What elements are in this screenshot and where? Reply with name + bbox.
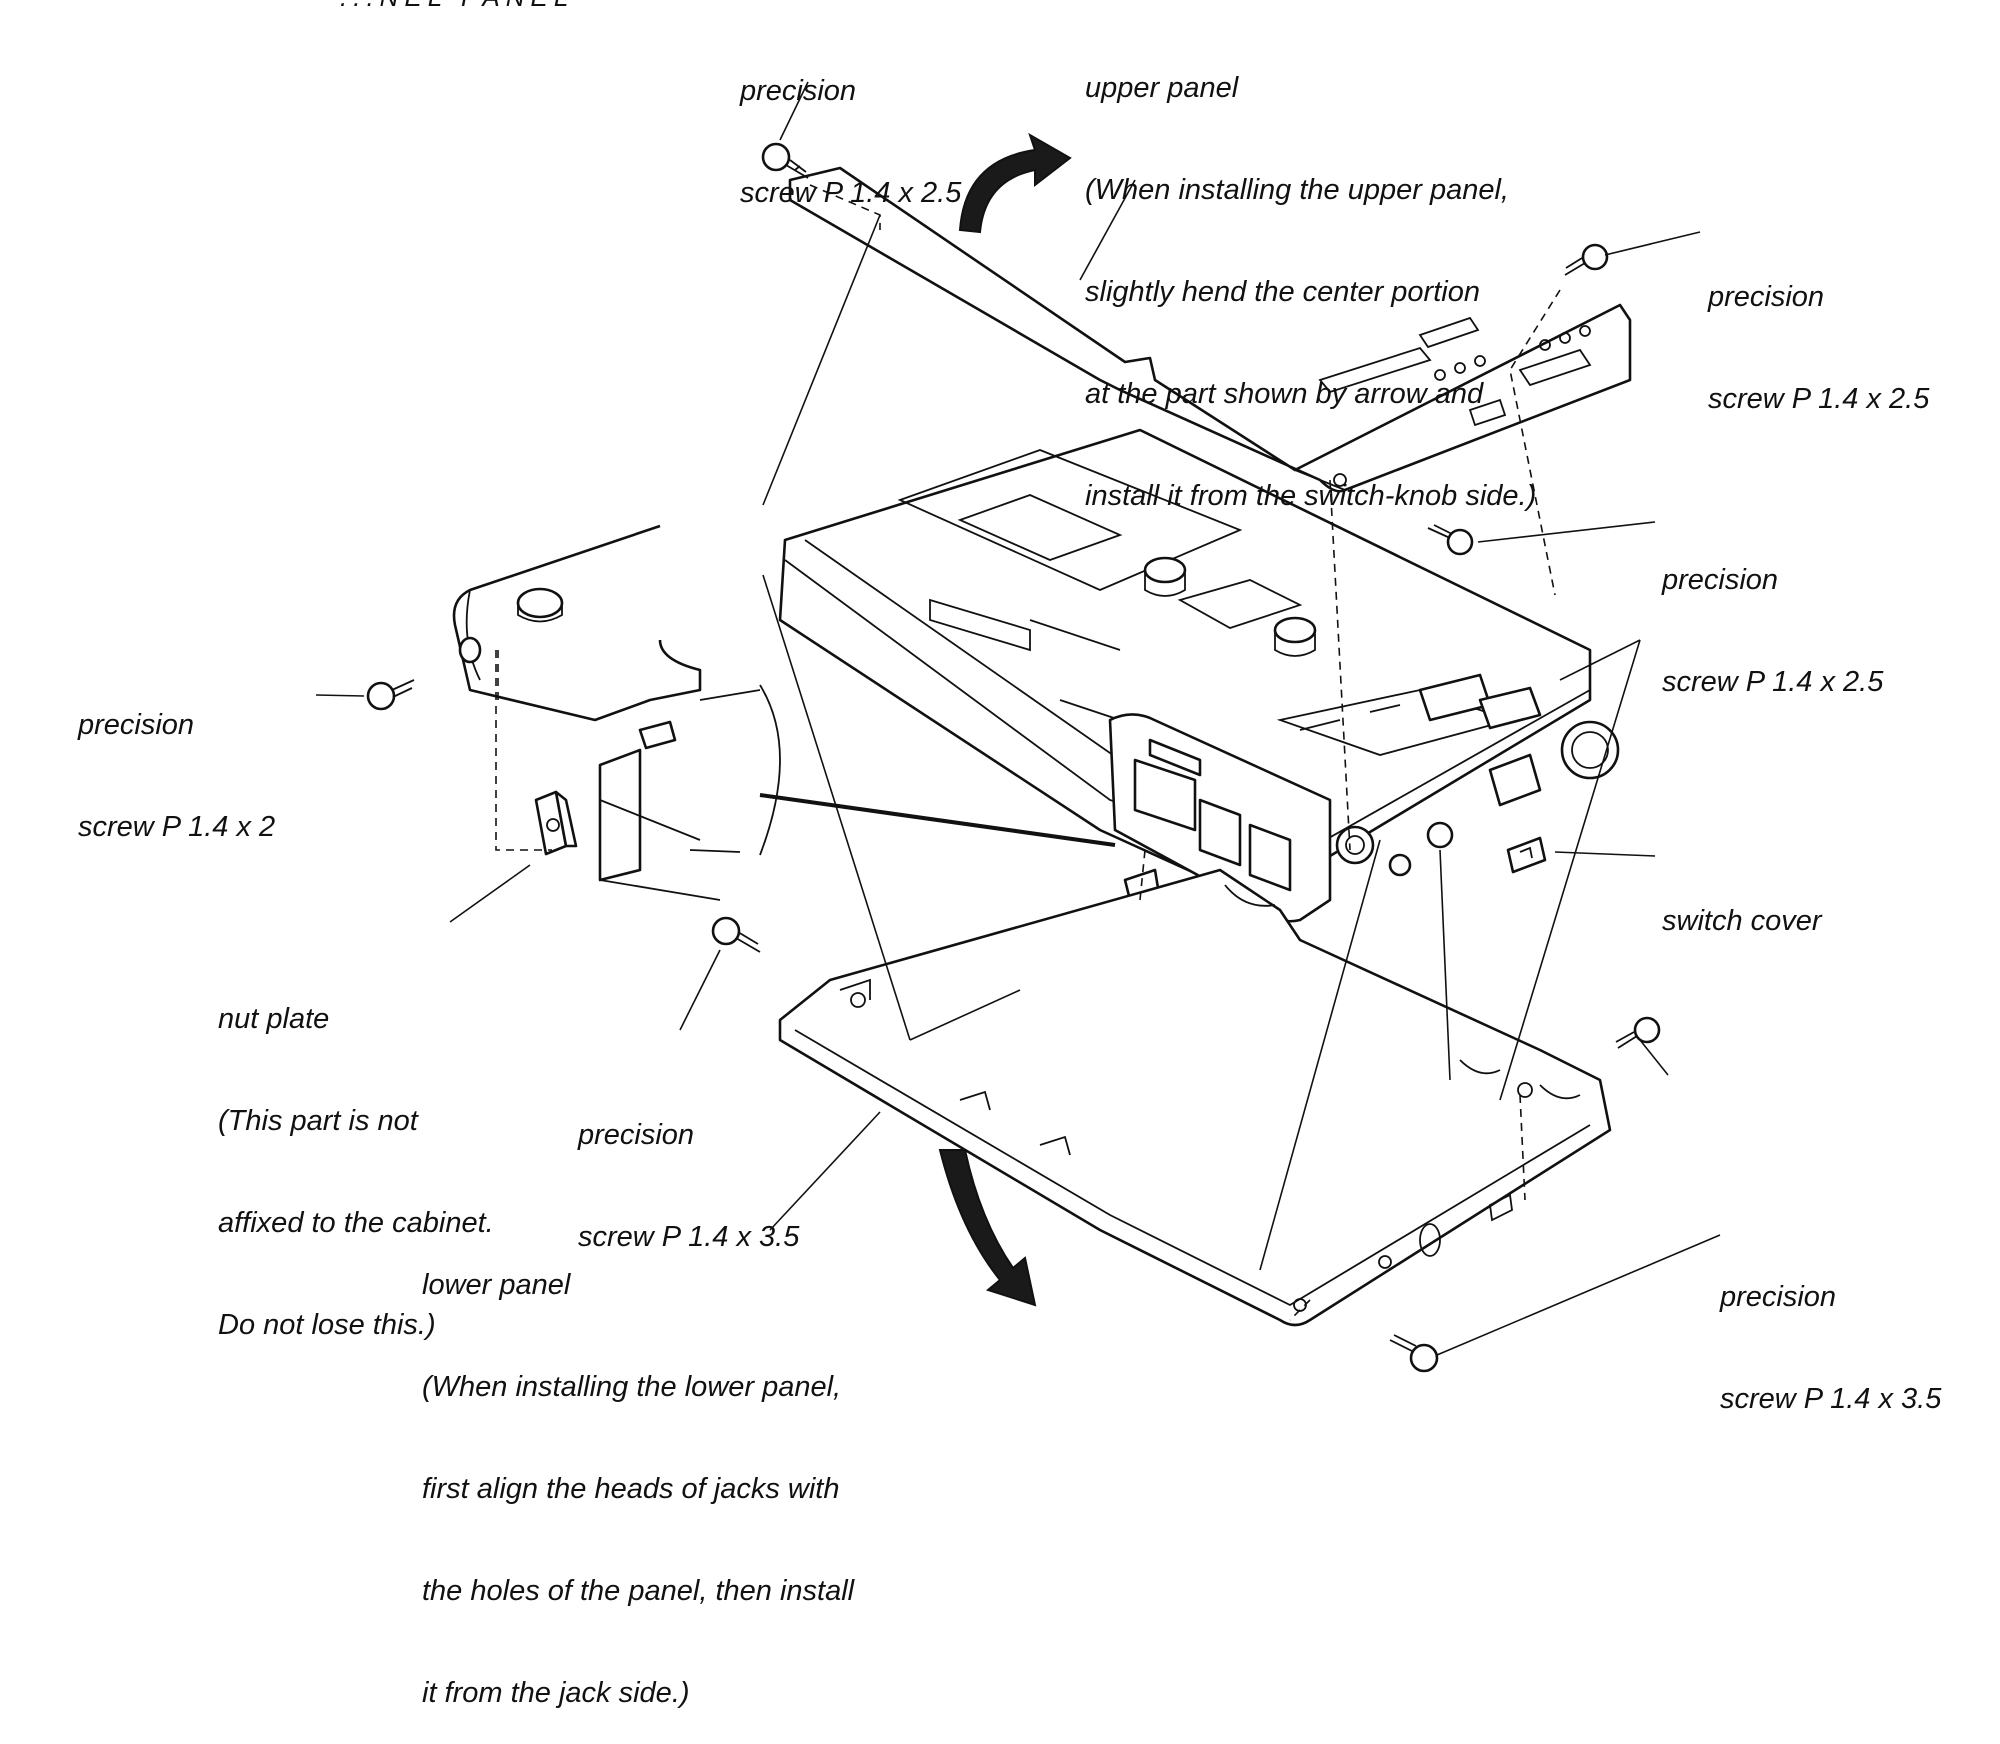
callout-line: first align the heads of jacks with (422, 1473, 840, 1505)
callout-line: switch cover (1662, 905, 1822, 937)
callout-line: (When installing the upper panel, (1085, 174, 1509, 206)
callout-line: precision (78, 709, 195, 741)
exploded-assembly-diagram (315, 81, 1721, 1373)
callout-line: screw P 1.4 x 2.5 (740, 177, 962, 209)
header-fragment: ...NEL PANEL (340, 0, 574, 13)
callout-screw-top-left: precision screw P 1.4 x 2.5 (740, 6, 961, 244)
screw-icon (1564, 243, 1609, 276)
callout-line: (When installing the lower panel, (422, 1371, 842, 1403)
nut-plate-icon (534, 790, 578, 856)
callout-line: precision (1708, 281, 1825, 313)
callout-screw-bottom-mid: precision screw P 1.4 x 3.5 (578, 1050, 799, 1288)
callout-line: slightly hend the center portion (1085, 276, 1480, 308)
screw-icon (711, 916, 761, 953)
cabinet-fragment (452, 524, 721, 901)
callout-line: precision (740, 75, 857, 107)
lower-panel (778, 868, 1612, 1327)
bend-arrow-icon (938, 1149, 1037, 1307)
screw-icon (761, 142, 809, 179)
callout-screw-mid-right: precision screw P 1.4 x 2.5 (1662, 495, 1883, 733)
callout-line: the holes of the panel, then install (422, 1575, 855, 1607)
callout-line: install it from the switch-knob side.) (1085, 480, 1537, 512)
callout-line: it from the jack side.) (422, 1677, 690, 1709)
callout-line: (This part is not (218, 1105, 418, 1137)
callout-line: at the part shown by arrow and (1085, 378, 1484, 410)
callout-line: screw P 1.4 x 2.5 (1708, 383, 1930, 415)
callout-line: lower panel (422, 1269, 571, 1301)
callout-line: screw P 1.4 x 2 (78, 811, 276, 843)
callout-line: affixed to the cabinet. (218, 1207, 494, 1239)
switch-cover-icon (1506, 836, 1547, 874)
callout-switch-cover: switch cover (1662, 836, 1822, 972)
screw-icon (1389, 1334, 1439, 1373)
screw-icon (1427, 524, 1474, 556)
callout-lower-panel: lower panel (When installing the lower p… (422, 1200, 854, 1744)
callout-screw-left: precision screw P 1.4 x 2 (78, 640, 275, 878)
callout-nut-plate: nut plate (This part is not affixed to t… (218, 934, 494, 1376)
callout-line: screw P 1.4 x 3.5 (1720, 1383, 1942, 1415)
callout-line: screw P 1.4 x 2.5 (1662, 666, 1884, 698)
callout-line: precision (578, 1119, 695, 1151)
screw-icon (366, 679, 415, 711)
callout-line: Do not lose this.) (218, 1309, 436, 1341)
callout-screw-top-right: precision screw P 1.4 x 2.5 (1708, 212, 1929, 450)
callout-upper-panel: upper panel (When installing the upper p… (1085, 3, 1536, 547)
callout-line: upper panel (1085, 72, 1239, 104)
upper-panel (788, 166, 1632, 493)
callout-line: precision (1662, 564, 1779, 596)
callout-screw-bottom-right: precision screw P 1.4 x 3.5 (1720, 1212, 1941, 1450)
callout-line: screw P 1.4 x 3.5 (578, 1221, 800, 1253)
callout-line: precision (1720, 1281, 1837, 1313)
callout-line: nut plate (218, 1003, 330, 1035)
bend-arrow-icon (958, 132, 1072, 234)
screw-icon (1615, 1016, 1661, 1049)
